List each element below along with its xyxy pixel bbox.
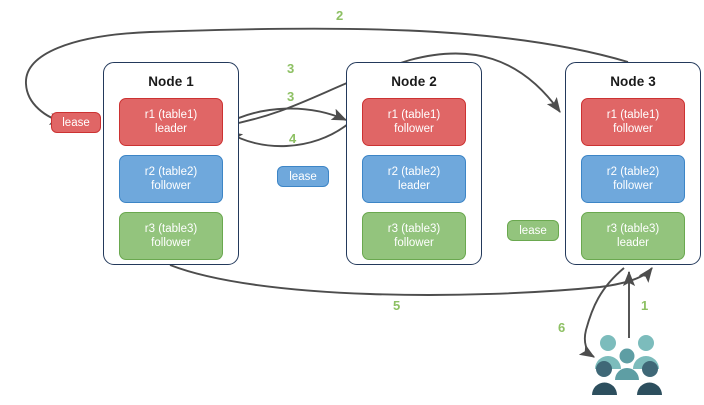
node-1-replica-r3-role: follower: [151, 237, 191, 249]
people-icon: [592, 335, 662, 395]
step-label-3b: 3: [287, 89, 295, 104]
node-3-replica-r1-name: r1 (table1): [606, 109, 660, 121]
step-label-6: 6: [558, 320, 566, 335]
lease-badge-r3[interactable]: lease: [507, 220, 559, 241]
node-3-replica-r3-name: r3 (table3): [606, 223, 660, 235]
node-2-replica-r2-name: r2 (table2): [387, 166, 441, 178]
node-3-replica-r1[interactable]: r1 (table1) follower: [581, 98, 685, 146]
node-2-replica-r1-name: r1 (table1): [387, 109, 441, 121]
edge-step-5: [169, 264, 653, 296]
node-3[interactable]: Node 3 r1 (table1) follower r2 (table2) …: [565, 62, 701, 265]
node-1-replica-r2-role: follower: [151, 180, 191, 192]
lease-badge-r1[interactable]: lease: [51, 112, 101, 133]
node-3-replica-r2-name: r2 (table2): [606, 166, 660, 178]
node-2-replica-r2[interactable]: r2 (table2) leader: [362, 155, 466, 203]
lease-badge-r2[interactable]: lease: [277, 166, 329, 187]
people-middle-figure: [615, 348, 639, 380]
node-2-replica-r1[interactable]: r1 (table1) follower: [362, 98, 466, 146]
node-1[interactable]: Node 1 r1 (table1) leader r2 (table2) fo…: [103, 62, 239, 265]
people-front-row-bodies: [592, 382, 662, 395]
node-3-replica-r3[interactable]: r3 (table3) leader: [581, 212, 685, 260]
node-1-replica-r1-name: r1 (table1): [144, 109, 198, 121]
edge-step-6: [578, 267, 625, 358]
step-label-2: 2: [336, 8, 344, 23]
step-label-1: 1: [641, 298, 649, 313]
node-3-replica-r1-role: follower: [613, 123, 653, 135]
people-front-row: [596, 361, 658, 377]
node-3-replica-r3-role: leader: [617, 237, 649, 249]
node-2-replica-r3[interactable]: r3 (table3) follower: [362, 212, 466, 260]
node-2[interactable]: Node 2 r1 (table1) follower r2 (table2) …: [346, 62, 482, 265]
node-1-replica-r1-role: leader: [155, 123, 187, 135]
step-label-3a: 3: [287, 61, 295, 76]
node-3-title: Node 3: [610, 74, 656, 89]
node-3-replica-r2[interactable]: r2 (table2) follower: [581, 155, 685, 203]
node-2-replica-r3-role: follower: [394, 237, 434, 249]
node-1-replica-r3[interactable]: r3 (table3) follower: [119, 212, 223, 260]
edge-step-4: [227, 123, 349, 147]
node-2-title: Node 2: [391, 74, 437, 89]
node-1-replica-r3-name: r3 (table3): [144, 223, 198, 235]
node-2-replica-r2-role: leader: [398, 180, 430, 192]
step-label-5: 5: [393, 298, 401, 313]
node-1-title: Node 1: [148, 74, 194, 89]
edge-step-3-to-node3: [223, 52, 561, 127]
step-label-4: 4: [289, 131, 297, 146]
node-1-replica-r2-name: r2 (table2): [144, 166, 198, 178]
node-2-replica-r1-role: follower: [394, 123, 434, 135]
node-1-replica-r2[interactable]: r2 (table2) follower: [119, 155, 223, 203]
node-2-replica-r3-name: r3 (table3): [387, 223, 441, 235]
edge-step-2: [25, 27, 629, 125]
node-3-replica-r2-role: follower: [613, 180, 653, 192]
node-1-replica-r1[interactable]: r1 (table1) leader: [119, 98, 223, 146]
